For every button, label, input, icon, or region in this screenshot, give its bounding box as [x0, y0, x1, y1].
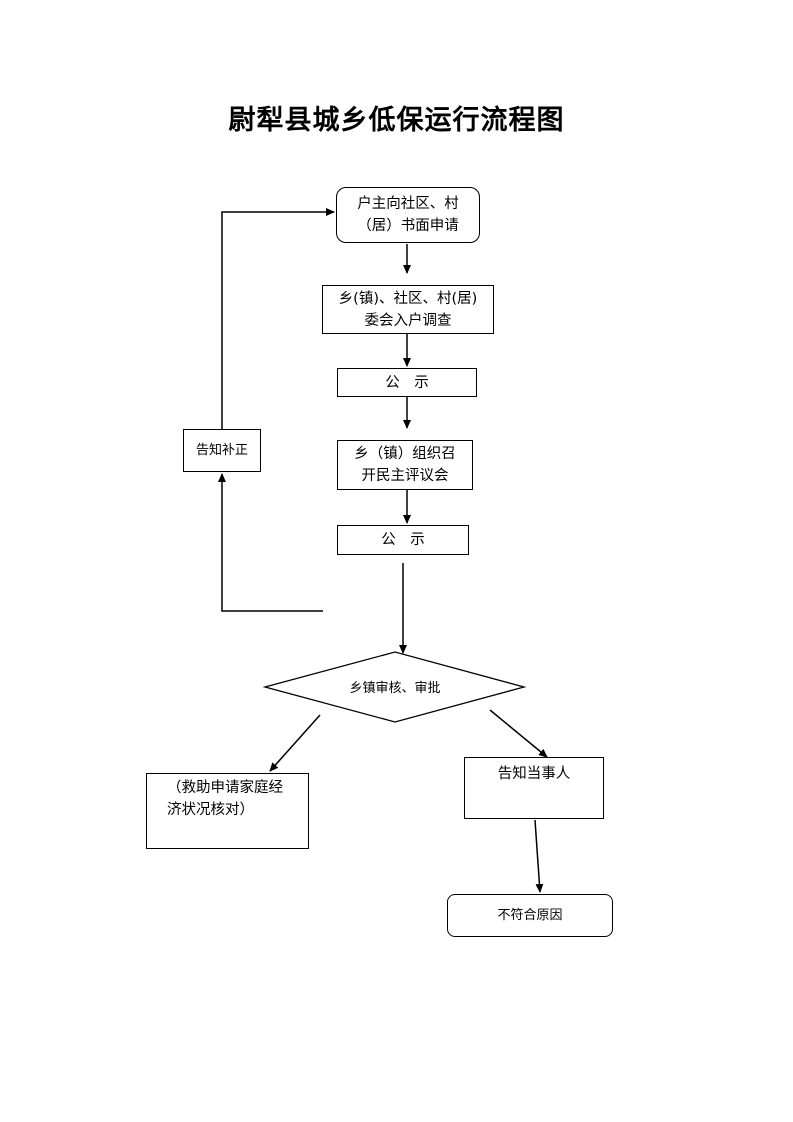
democratic-review-node: 乡（镇）组织召 开民主评议会	[337, 440, 473, 490]
arrow-feedback-to-correction	[218, 473, 323, 612]
publicize2-node: 公 示	[337, 525, 469, 555]
reason-node: 不符合原因	[447, 894, 613, 937]
investigate-label: 乡(镇)、社区、村(居) 委会入户调查	[338, 290, 478, 329]
notify-party-label: 告知当事人	[497, 766, 571, 782]
apply-label: 户主向社区、村 （居）书面申请	[357, 196, 459, 234]
verification-label: （救助申请家庭经 济状况核对）	[167, 780, 283, 818]
arrow-diamond-to-notify	[489, 709, 548, 758]
democratic-review-label: 乡（镇）组织召 开民主评议会	[354, 446, 456, 484]
publicize1-node: 公 示	[337, 368, 477, 397]
arrow-notify-to-reason	[534, 819, 544, 893]
correction-label: 告知补正	[195, 442, 248, 458]
verification-node: （救助申请家庭经 济状况核对）	[146, 773, 309, 849]
investigate-node: 乡(镇)、社区、村(居) 委会入户调查	[322, 285, 494, 334]
notify-party-node: 告知当事人	[464, 757, 604, 819]
correction-node: 告知补正	[183, 429, 261, 472]
reason-label: 不符合原因	[497, 907, 563, 923]
township-review-diamond	[262, 651, 527, 723]
page-title: 尉犁县城乡低保运行流程图	[228, 105, 565, 136]
arrow-correction-to-apply	[221, 208, 335, 432]
publicize1-label: 公 示	[385, 374, 429, 391]
apply-node: 户主向社区、村 （居）书面申请	[336, 187, 480, 243]
arrow-diamond-to-verification	[269, 714, 321, 772]
publicize2-label: 公 示	[381, 532, 425, 548]
township-review-label: 乡镇审核、审批	[349, 681, 441, 696]
